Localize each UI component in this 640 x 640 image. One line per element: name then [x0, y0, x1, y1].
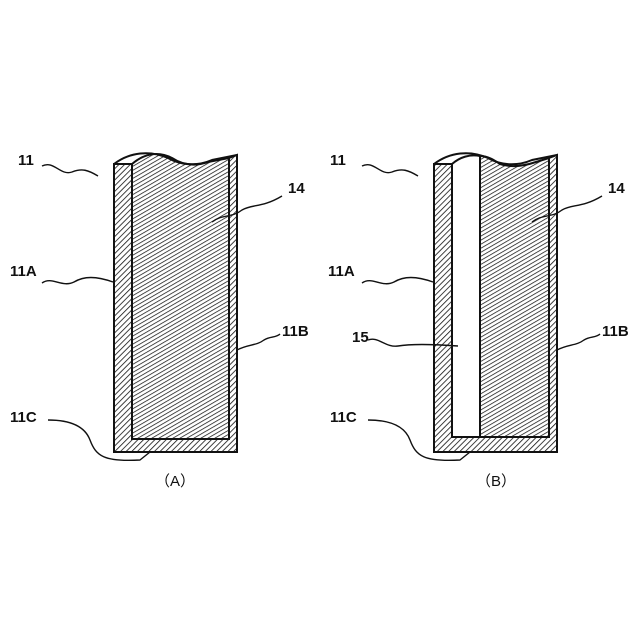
panel-b-label-11A: 11A	[328, 263, 355, 280]
panel-a-caption: （A）	[155, 473, 195, 490]
panel-b-label-15: 15	[352, 329, 369, 346]
panel-a-label-11: 11	[18, 152, 34, 169]
panel-a-label-14: 14	[288, 180, 305, 197]
panel-b-label-11C: 11C	[330, 409, 357, 426]
panel-b-label-14: 14	[608, 180, 625, 197]
panel-b: 11 14 11A 15 11B 11C （B）	[328, 152, 629, 490]
panel-b-gap-space	[452, 155, 480, 437]
panel-b-leader-11A	[362, 278, 433, 284]
panel-a-leader-11	[42, 165, 98, 176]
panel-b-label-11: 11	[330, 152, 346, 169]
panel-a-leader-11A	[42, 278, 113, 284]
panel-a-core-fill	[132, 154, 229, 439]
panel-a-label-11C: 11C	[10, 409, 37, 426]
panel-b-label-11B: 11B	[602, 323, 629, 340]
panel-a-leader-11B	[237, 334, 280, 350]
panel-b-core-fill	[480, 156, 549, 437]
panel-a-label-11A: 11A	[10, 263, 37, 280]
panel-b-caption: （B）	[476, 473, 516, 490]
panel-a-label-11B: 11B	[282, 323, 309, 340]
panel-a: 11 14 11A 11B 11C （A）	[10, 152, 309, 490]
panel-b-leader-11	[362, 165, 418, 176]
panel-b-leader-11B	[557, 334, 600, 350]
